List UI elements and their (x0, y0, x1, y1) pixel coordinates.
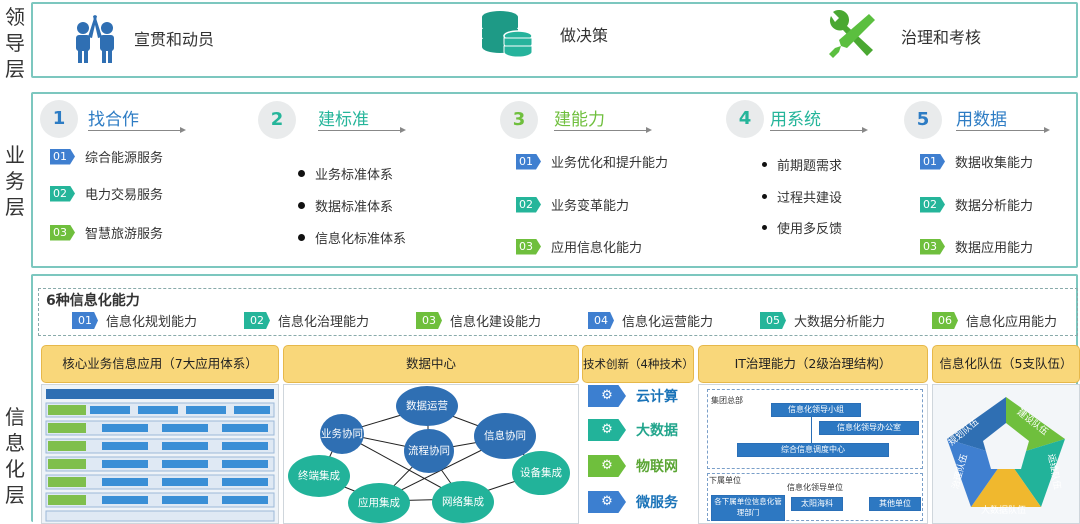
team-pentagon (947, 397, 1065, 507)
list-item: 信息化标准体系 (298, 228, 406, 247)
hq-label: 集团总部 (711, 396, 743, 405)
step-2-title: 建标准 (318, 110, 369, 130)
arrow-line (770, 127, 868, 133)
core-apps-thumbnail (45, 389, 275, 522)
step-1-number: 1 (40, 100, 78, 138)
node-terminal-integration: 终端集成 (288, 455, 350, 497)
list-item: 前期题需求 (762, 155, 842, 174)
org-leading-office: 信息化领导办公室 (819, 421, 919, 435)
org-unit-taiyang: 太阳海科 (791, 497, 843, 511)
list-item: 使用多反馈 (762, 218, 842, 237)
database-stack-icon (482, 11, 533, 58)
step-5-number: 5 (904, 101, 942, 139)
step-3-number: 3 (500, 101, 538, 139)
node-device-integration: 设备集成 (512, 451, 570, 495)
step-3-title: 建能力 (554, 110, 605, 130)
node-network-integration: 网络集成 (432, 481, 494, 523)
node-data-ops: 数据运营 (396, 386, 458, 426)
lead-item-mobilize: 宣贯和动员 (68, 12, 214, 64)
it-team-panel: 规划队伍 建设队伍 运维队伍 大数据队伍 治理队伍 (932, 384, 1080, 524)
list-item: 过程共建设 (762, 187, 842, 206)
list-item: 数据标准体系 (298, 196, 393, 215)
tech-item-cloud: ⚙云计算 (588, 385, 678, 407)
unit-label: 下属单位 (709, 476, 741, 485)
lead-label-decide: 做决策 (560, 26, 609, 45)
node-business-collab: 业务协同 (320, 414, 364, 454)
it-governance-tab: IT治理能力（2级治理结构） (698, 345, 928, 383)
org-unit-other: 其他单位 (869, 497, 921, 511)
it-team-tab: 信息化队伍（5支队伍） (932, 345, 1080, 383)
list-item: 业务标准体系 (298, 164, 393, 183)
side-label-informatization: 信息化层 (5, 405, 25, 507)
arrow-line (956, 127, 1050, 133)
gear-icon: ⚙ (588, 419, 626, 441)
side-label-business: 业务层 (5, 143, 25, 219)
team-seg-bigdata: 大数据队伍 (981, 506, 1027, 516)
data-center-panel: 数据运营 业务协同 流程协同 信息协同 终端集成 设备集成 应用集成 网络集成 (283, 384, 579, 524)
tech-item-microservice: ⚙微服务 (588, 491, 678, 513)
gear-icon: ⚙ (588, 455, 626, 477)
step-4-number: 4 (726, 100, 764, 138)
gear-icon: ⚙ (588, 385, 626, 407)
org-unit-dept: 各下属单位信息化管理部门 (711, 495, 785, 521)
leadership-band (31, 2, 1078, 78)
business-band (31, 92, 1078, 268)
org-unit-label: 信息化领导单位 (787, 483, 843, 492)
side-label-leadership: 领导层 (5, 5, 25, 81)
org-dispatch-center: 综合信息调度中心 (737, 443, 889, 457)
arrow-line (318, 127, 406, 133)
capabilities-box (38, 288, 1078, 336)
data-center-tab: 数据中心 (283, 345, 579, 383)
core-apps-panel (41, 384, 279, 524)
step-4-title: 用系统 (770, 110, 821, 130)
arrow-line (554, 127, 652, 133)
tech-item-bigdata: ⚙大数据 (588, 419, 678, 441)
node-info-collab: 信息协同 (474, 413, 536, 459)
unit-box (707, 473, 923, 521)
step-1-title: 找合作 (88, 110, 139, 130)
core-apps-tab: 核心业务信息应用（7大应用体系） (41, 345, 279, 383)
node-process-collab: 流程协同 (404, 429, 454, 473)
step-2-number: 2 (258, 101, 296, 139)
it-governance-panel: 集团总部 信息化领导小组 信息化领导办公室 综合信息调度中心 下属单位 信息化领… (698, 384, 928, 524)
lead-item-decide: 做决策 (478, 8, 608, 60)
node-app-integration: 应用集成 (348, 483, 410, 523)
tech-innovation-tab: 技术创新（4种技术） (582, 345, 694, 383)
lead-item-govern: 治理和考核 (823, 10, 981, 62)
lead-label-mobilize: 宣贯和动员 (134, 30, 215, 49)
tech-item-iot: ⚙物联网 (588, 455, 678, 477)
gear-icon: ⚙ (588, 491, 626, 513)
arrow-line (88, 127, 186, 133)
people-high-five-icon (76, 15, 114, 63)
lead-label-govern: 治理和考核 (901, 28, 982, 47)
org-leading-group: 信息化领导小组 (771, 403, 861, 417)
step-5-title: 用数据 (956, 110, 1007, 130)
hq-box (707, 389, 923, 469)
capabilities-title: 6种信息化能力 (46, 293, 140, 309)
tools-wrench-screwdriver-icon (829, 10, 875, 58)
